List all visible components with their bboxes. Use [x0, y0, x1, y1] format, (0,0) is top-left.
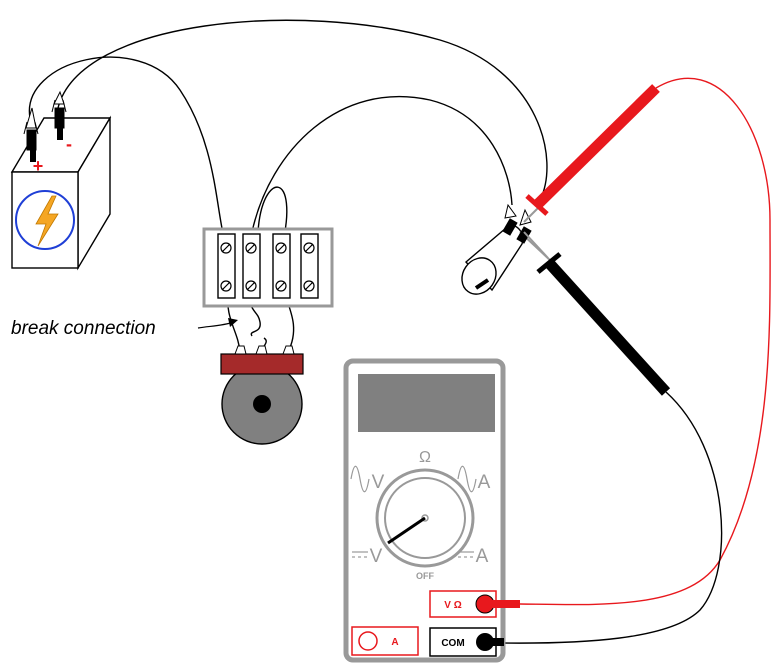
jack-volt-ohm-label: V Ω: [444, 600, 461, 611]
wire-battery-neg-to-pot: [57, 19, 548, 201]
break-connection-label: break connection: [11, 318, 156, 339]
black-probe-guard: [536, 252, 562, 274]
dc-symbol-icon: [352, 551, 368, 558]
battery-minus-sign: -: [66, 134, 72, 154]
dial-ac-volts-label: V: [372, 472, 385, 493]
arrowhead-icon: [228, 318, 238, 327]
battery-plus-sign: +: [33, 156, 44, 176]
pot-knob-indicator: [474, 278, 490, 290]
dial-dc-amps-label: A: [476, 546, 489, 567]
jack-common-label: COM: [441, 638, 464, 649]
dial-ohm-label: Ω: [419, 449, 431, 466]
wire-strip-to-pot: [251, 95, 513, 233]
dc-symbol-icon: [458, 551, 474, 558]
battery-pos-terminal: [30, 148, 36, 162]
red-probe-tip: [523, 205, 541, 223]
black-probe-handle: [545, 260, 671, 396]
ac-sine-icon: [350, 465, 370, 493]
motor-terminal-tabs: [234, 345, 295, 355]
jack-amps-label: A: [391, 637, 398, 648]
red-probe-guard: [525, 194, 549, 216]
pot-knob: [461, 257, 497, 295]
alligator-clip-icon: [23, 107, 39, 151]
meter-dial-pointer: [387, 516, 426, 545]
dial-off-label: OFF: [416, 571, 434, 581]
terminal-strip: [202, 227, 334, 308]
alligator-clip-icon: [502, 203, 518, 236]
motor-shaft: [253, 395, 271, 413]
potentiometer: [461, 203, 553, 295]
black-plug: [490, 638, 504, 646]
break-connection-arrow: [197, 321, 235, 329]
dial-dc-volts-label: V: [370, 546, 383, 567]
screw-icons: [220, 242, 315, 292]
battery: + -: [10, 90, 112, 271]
motor-cap: [220, 353, 304, 375]
jack-common-socket: [476, 633, 494, 651]
black-probe-tip: [523, 231, 549, 259]
ac-sine-icon: [457, 465, 477, 493]
lightning-bolt-icon: [35, 195, 59, 247]
dial-ac-amps-label: A: [478, 472, 491, 493]
black-probe: [523, 231, 671, 396]
red-lead-wire: [519, 77, 771, 606]
multimeter: Ω V A V A OFF V Ω A COM: [343, 358, 520, 663]
red-plug: [490, 600, 520, 608]
battery-neg-terminal: [57, 126, 63, 140]
red-probe: [523, 84, 660, 223]
meter-display: [358, 374, 495, 432]
wire-battery-pos-to-strip: [28, 56, 229, 251]
jack-amps-socket: [358, 631, 378, 651]
motor: [220, 345, 304, 445]
black-lead-wire: [499, 391, 723, 644]
alligator-clip-icon: [51, 90, 67, 129]
wire-strip-jumper: [257, 186, 288, 247]
red-probe-handle: [534, 84, 660, 208]
